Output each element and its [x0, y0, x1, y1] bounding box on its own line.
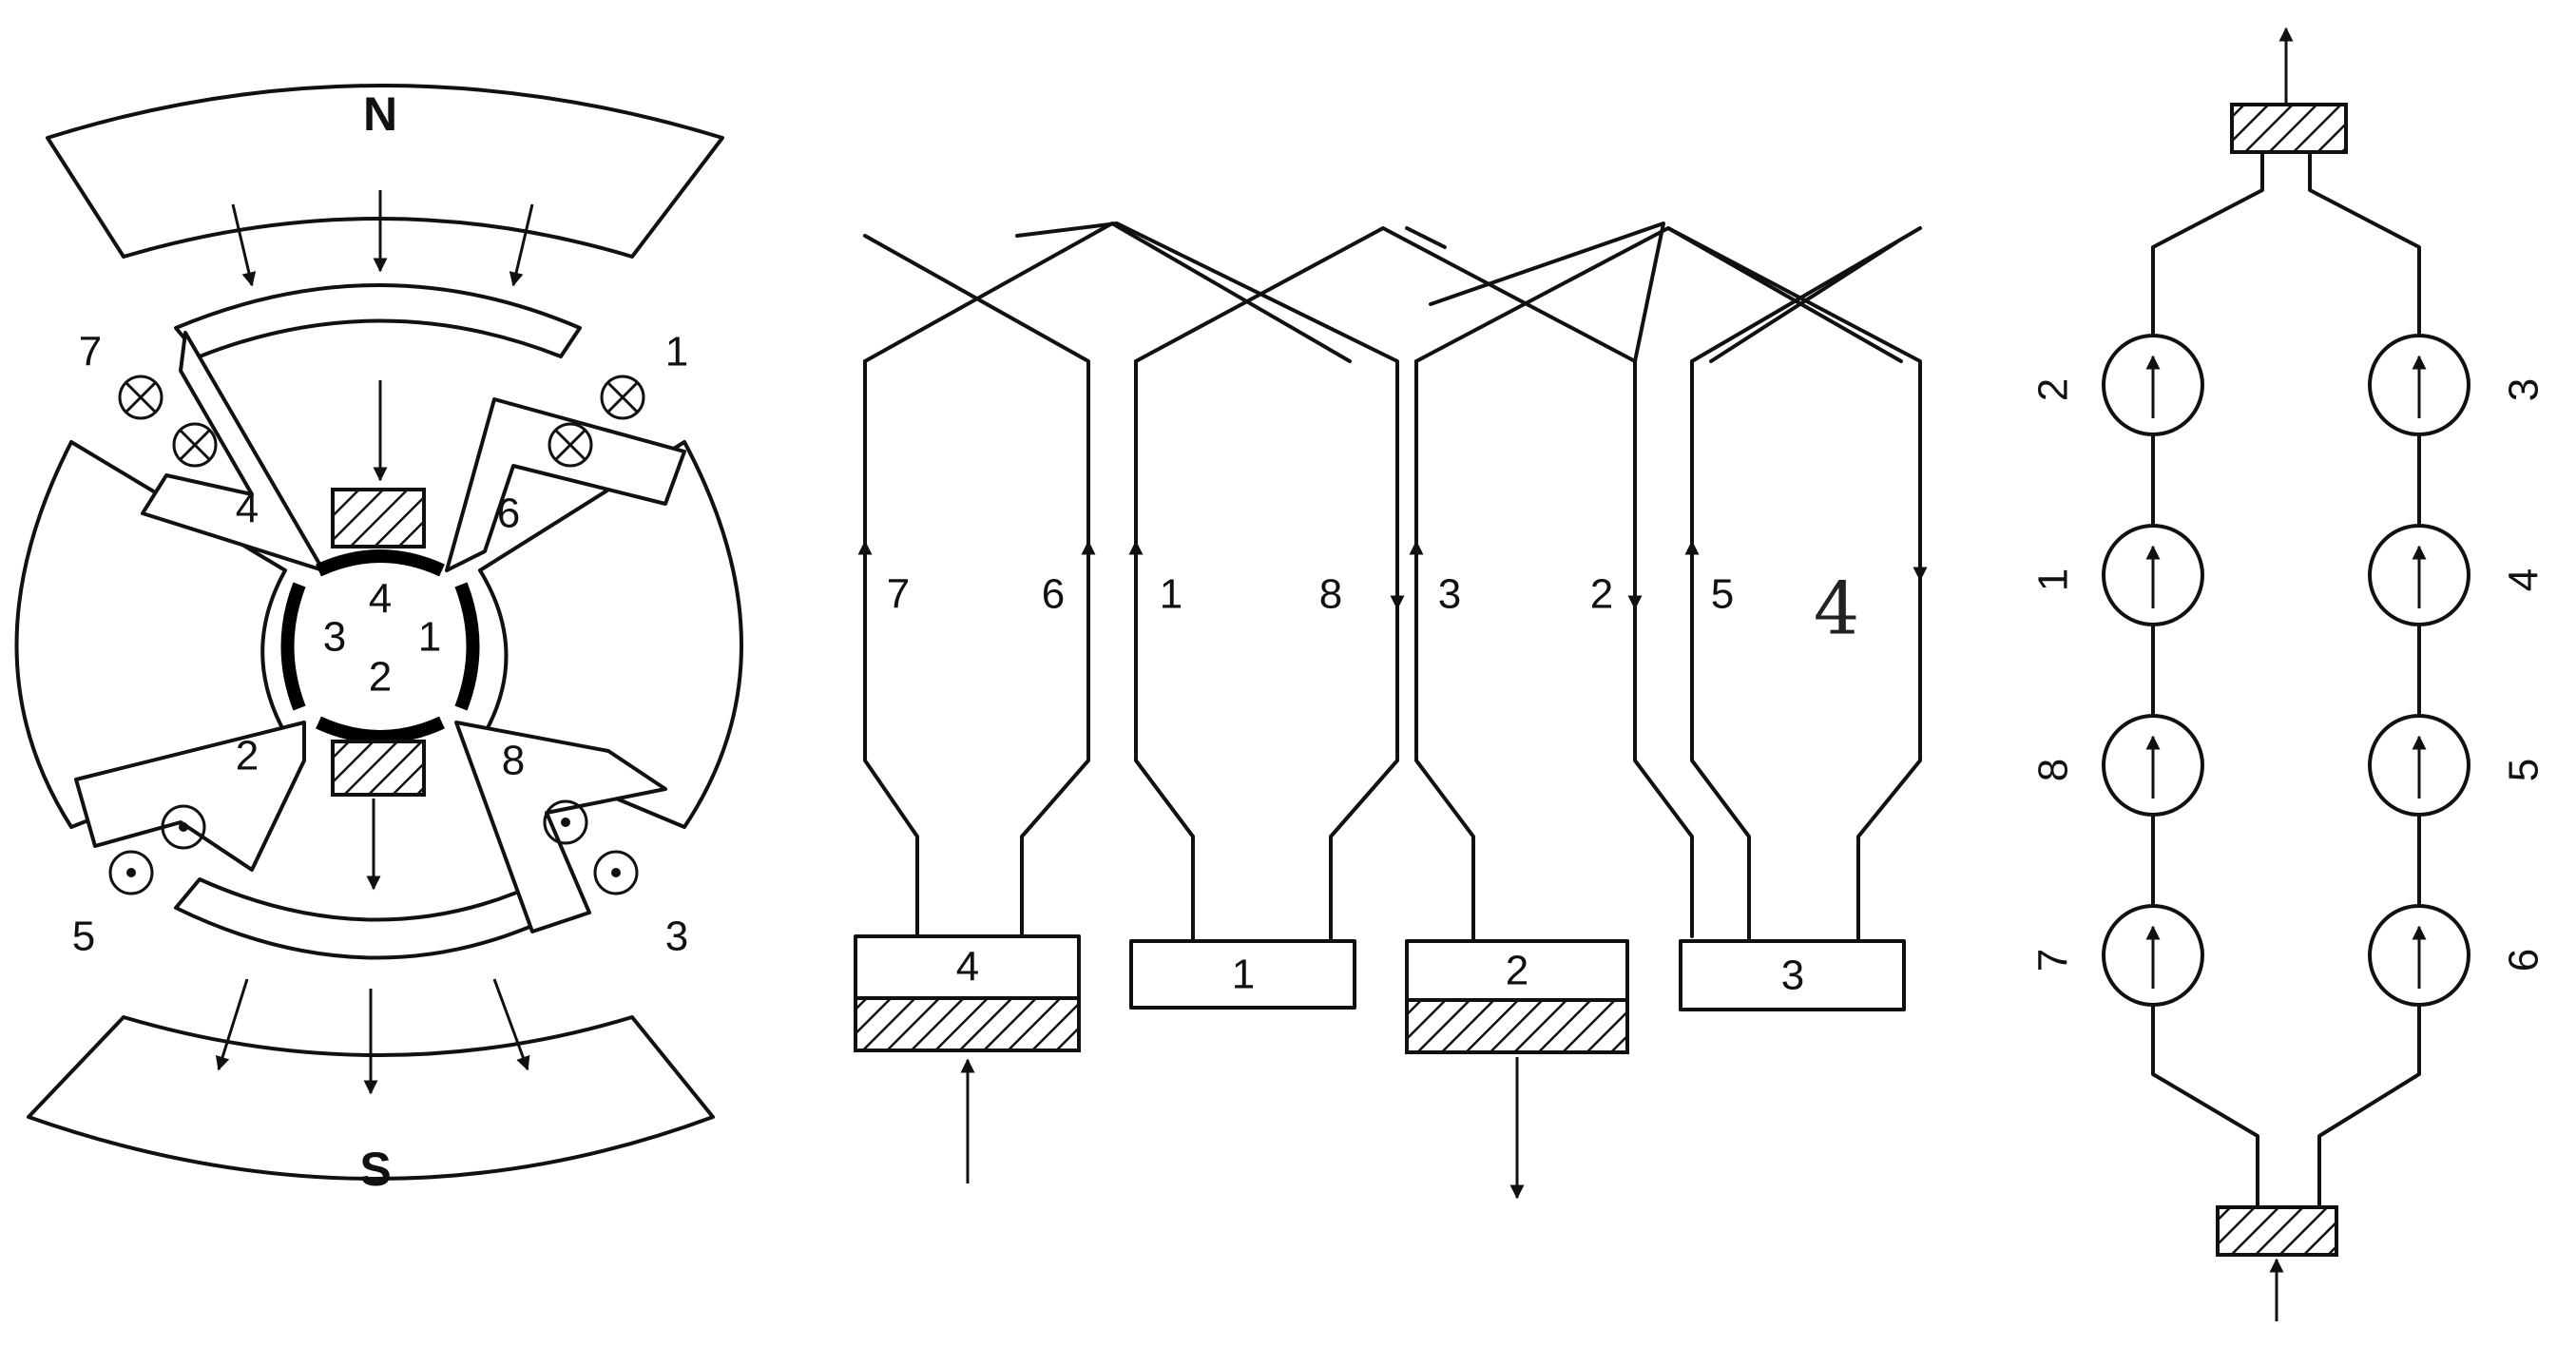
segment-4 — [854, 934, 1081, 1000]
circuit-coil-3 — [2368, 334, 2470, 436]
segment-2 — [1405, 939, 1629, 1002]
circuit-coil-5 — [2368, 714, 2470, 817]
commutator-bar-bottom — [316, 716, 445, 743]
commutator-label-4: 4 — [369, 576, 392, 623]
conductor-label-1: 1 — [665, 329, 688, 375]
coil-label-3: 3 — [1438, 571, 1461, 618]
circuit-label-8: 8 — [2030, 759, 2077, 781]
circuit-coil-4 — [2368, 524, 2470, 626]
tooth-slot-6 — [445, 397, 686, 572]
segment-1 — [1129, 939, 1356, 1010]
conductor-7-cross-icon — [118, 375, 163, 420]
coil-label-6: 6 — [1042, 571, 1065, 618]
circuit-label-7: 7 — [2030, 949, 2077, 972]
commutator-label-2: 2 — [369, 654, 392, 701]
circuit-label-2: 2 — [2030, 378, 2077, 401]
segment-label-1: 1 — [1232, 952, 1255, 998]
slot-label-2: 2 — [236, 733, 259, 779]
coil-label-1: 1 — [1160, 571, 1182, 618]
brush-bottom — [331, 740, 426, 797]
rotor-top-segment — [174, 283, 582, 358]
north-label: N — [363, 87, 397, 141]
circuit-label-5: 5 — [2501, 759, 2547, 781]
slot-label-6: 6 — [497, 491, 520, 537]
conductor-3-dot-icon — [593, 850, 639, 895]
commutator-bar-top — [316, 549, 445, 577]
slot-label-4: 4 — [236, 486, 259, 532]
commutator-bar-left — [280, 582, 306, 711]
conductor-2-dot-icon — [161, 804, 206, 850]
tooth-slot-2 — [74, 721, 306, 872]
circuit-coil-2 — [2102, 334, 2204, 436]
handwritten-label-4: 4 — [1814, 567, 1859, 651]
coil-label-7: 7 — [887, 571, 910, 618]
commutator-core — [285, 551, 475, 741]
circuit-coil-1 — [2102, 524, 2204, 626]
commutator-label-1: 1 — [418, 614, 441, 661]
brush-positive — [2230, 103, 2348, 154]
conductor-4-cross-icon — [172, 422, 218, 468]
south-label: S — [359, 1143, 391, 1196]
conductor-6-cross-icon — [548, 422, 593, 468]
coil-label-2: 2 — [1590, 571, 1613, 618]
rotor-right-segment — [478, 440, 743, 829]
segment-4-brush — [854, 996, 1081, 1052]
circuit-label-4: 4 — [2501, 568, 2547, 591]
conductor-1-cross-icon — [600, 375, 645, 420]
circuit-label-6: 6 — [2501, 949, 2547, 972]
conductor-5-dot-icon — [108, 850, 154, 895]
segment-label-2: 2 — [1506, 948, 1528, 994]
brush-negative — [2216, 1205, 2338, 1257]
segment-3 — [1679, 939, 1906, 1011]
conductor-label-3: 3 — [665, 914, 688, 960]
rotor-bottom-segment — [174, 877, 572, 960]
brush-top — [331, 488, 426, 548]
conductor-8-dot-icon — [543, 799, 588, 845]
north-pole — [46, 84, 724, 259]
circuit-coil-8 — [2102, 714, 2204, 817]
commutator-label-3: 3 — [323, 614, 346, 661]
commutator-bar-right — [454, 582, 480, 711]
slot-label-8: 8 — [502, 738, 525, 784]
segment-label-4: 4 — [956, 944, 979, 991]
segment-label-3: 3 — [1781, 953, 1804, 999]
motor-cross-section: N S 4 6 2 8 4 3 1 — [14, 84, 743, 1196]
circuit-label-1: 1 — [2030, 568, 2077, 591]
winding-development: 7 6 1 8 3 2 5 4 4 1 2 3 — [854, 221, 1928, 1200]
segment-2-brush — [1405, 998, 1629, 1054]
equivalent-circuit: 2 1 8 7 3 4 5 6 — [2030, 27, 2547, 1321]
circuit-label-3: 3 — [2501, 378, 2547, 401]
south-pole — [27, 1015, 715, 1181]
coil-label-8: 8 — [1319, 571, 1342, 618]
conductor-label-7: 7 — [79, 329, 102, 375]
circuit-coil-6 — [2368, 904, 2470, 1007]
coil-label-5: 5 — [1711, 571, 1734, 618]
circuit-coil-7 — [2102, 904, 2204, 1007]
conductor-label-5: 5 — [72, 914, 95, 960]
